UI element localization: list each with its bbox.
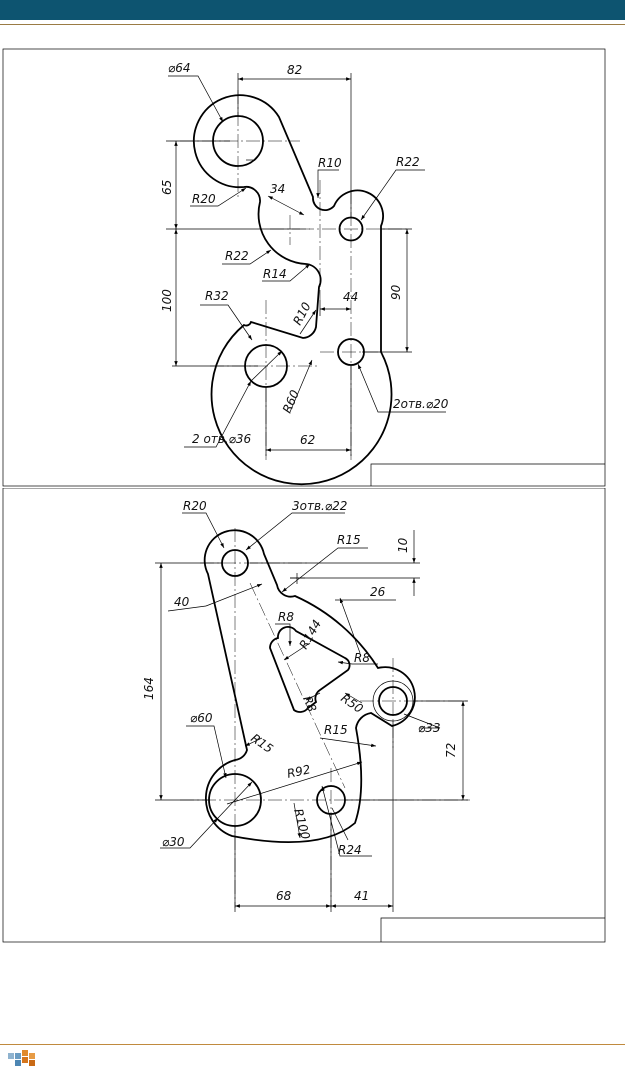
dim-62: 62 (300, 433, 315, 447)
dim-41: 41 (354, 889, 369, 903)
label-d30: ⌀30 (162, 835, 185, 849)
label-r32: R32 (205, 289, 229, 303)
drawing-frame (2, 48, 606, 487)
label-r100: R100 (291, 807, 313, 841)
dim-72: 72 (444, 743, 458, 758)
label-r20: R20 (183, 499, 207, 513)
drawing-2: R20 3отв.⌀22 R15 10 40 26 R8 R144 R8 164… (2, 488, 606, 943)
label-r20: R20 (192, 192, 216, 206)
dim-164: 164 (142, 677, 156, 700)
label-r22-mid: R22 (225, 249, 249, 263)
label-r24: R24 (338, 843, 362, 857)
label-2holes-d20: 2отв.⌀20 (393, 397, 449, 411)
inner-cutout (269, 626, 351, 713)
dim-34: 34 (270, 182, 285, 196)
label-d33: ⌀33 (418, 721, 441, 735)
dim-26: 26 (370, 585, 386, 599)
header-divider (0, 24, 625, 25)
footer-divider (0, 1044, 625, 1045)
title-block (370, 463, 605, 486)
label-r14: R14 (263, 267, 287, 281)
dim-90: 90 (389, 284, 403, 300)
dim-44: 44 (343, 290, 358, 304)
label-r50: R50 (338, 691, 366, 716)
dim-68: 68 (276, 889, 292, 903)
label-d60: ⌀60 (190, 711, 213, 725)
publisher-logo-icon (8, 1050, 35, 1066)
part-outline-2 (203, 529, 416, 844)
label-r8-inner: R8 (300, 694, 319, 714)
label-r10-top: R10 (318, 156, 342, 170)
label-r22-right: R22 (396, 155, 420, 169)
dim-40: 40 (174, 595, 190, 609)
dim-82: 82 (287, 63, 302, 77)
hole-upper-small (338, 216, 364, 242)
title-block-2 (380, 917, 605, 942)
label-r15-top: R15 (337, 533, 361, 547)
dim-10: 10 (396, 537, 410, 553)
label-d64: ⌀64 (168, 61, 191, 75)
part-outline-1 (193, 94, 393, 486)
label-2holes-d36: 2 отв.⌀36 (192, 432, 252, 446)
label-3holes-d22: 3отв.⌀22 (292, 499, 347, 513)
label-r15-left: R15 (248, 731, 275, 756)
label-r10-low: R10 (290, 300, 314, 328)
label-r92: R92 (286, 762, 312, 781)
label-r8-right: R8 (354, 651, 370, 665)
drawing-frame-2 (2, 488, 606, 943)
drawing-1: ⌀64 82 65 R20 34 R10 R22 R22 R14 100 R32… (2, 48, 606, 487)
dim-100: 100 (160, 289, 174, 312)
label-r8-top: R8 (278, 610, 294, 624)
header-bar (0, 0, 625, 20)
dim-65: 65 (160, 180, 174, 195)
label-r15-right: R15 (324, 723, 348, 737)
hole-d33-inner (378, 686, 408, 716)
